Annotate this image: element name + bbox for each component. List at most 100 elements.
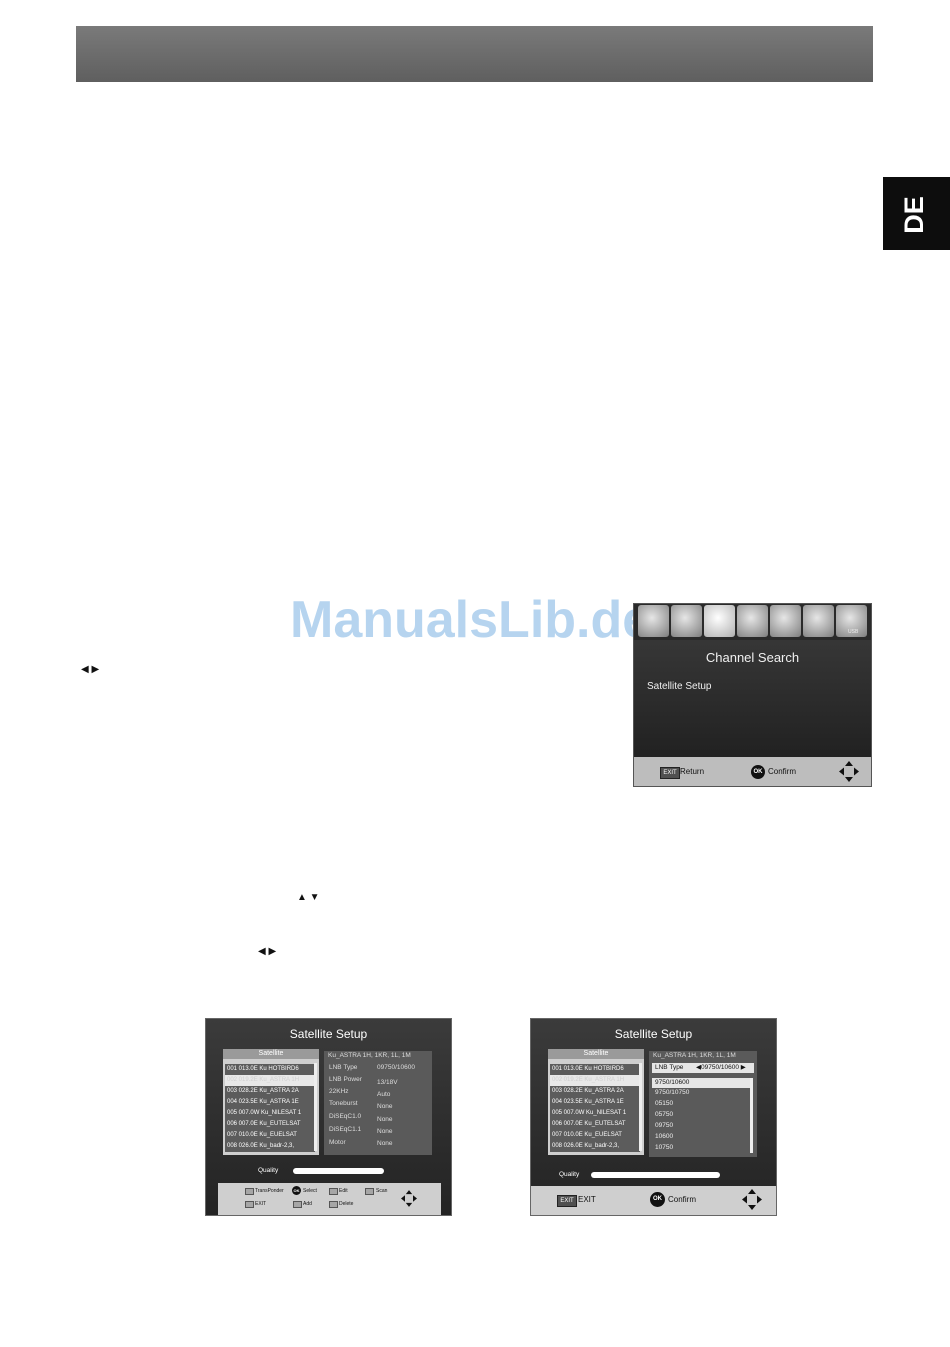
exit-label: EXIT (255, 1201, 267, 1207)
usb-icon[interactable] (836, 605, 867, 637)
list-item[interactable]: 005 007.0W Ku_NILESAT 1 (225, 1108, 315, 1119)
list-item[interactable]: 001 013.0E Ku HOTBIRD6 (225, 1064, 315, 1075)
quality-label: Quality (559, 1171, 580, 1178)
usb-label: USB (848, 629, 859, 635)
settings-icon[interactable] (770, 605, 801, 637)
header-bar (76, 26, 873, 82)
lnb-type-selector[interactable]: LNB Type ◀09750/10600 ▶ (652, 1063, 754, 1073)
satellite-params-panel: Ku_ASTRA 1H, 1KR, 1L, 1M LNB Type 09750/… (324, 1051, 432, 1155)
scan-label: Scan (376, 1188, 388, 1194)
list-item[interactable]: 004 023.5E Ku_ASTRA 1E (550, 1097, 640, 1108)
list-item[interactable]: 003 028.2E Ku_ASTRA 2A (225, 1086, 315, 1097)
satellite-list: Satellite 001 013.0E Ku HOTBIRD6 002 019… (223, 1049, 319, 1155)
exit-key-icon: EXIT (557, 1195, 577, 1207)
channel-search-screen: USB Channel Search Satellite Setup EXIT … (633, 603, 872, 787)
delete-label: Delete (339, 1201, 354, 1207)
list-item[interactable]: 008 026.0E Ku_badr-2,3, (550, 1141, 640, 1152)
up-down-arrows-icon: ▲ ▼ (297, 892, 320, 903)
navigation-arrows-icon (742, 1189, 762, 1210)
lnb-type-label: LNB Type (655, 1064, 684, 1071)
left-right-arrows-icon: ◀ ▶ (81, 664, 100, 675)
language-tab-label: DE (899, 196, 929, 234)
blue-key-icon (365, 1188, 374, 1195)
exit-key-icon: EXIT (660, 767, 680, 779)
param-value[interactable]: None (377, 1140, 393, 1147)
screen-title: Satellite Setup (614, 1027, 693, 1041)
list-item[interactable]: 007 010.0E Ku_EUELSAT (550, 1130, 640, 1141)
param-label: Motor (329, 1139, 346, 1146)
lnb-option[interactable]: 05150 (655, 1100, 674, 1107)
satellite-setup-screen-2: Satellite Setup Satellite 001 013.0E Ku … (530, 1018, 777, 1216)
lnb-option[interactable]: 9750/10750 (655, 1089, 690, 1096)
tools-icon[interactable] (803, 605, 834, 637)
green-key-icon (329, 1188, 338, 1195)
satellite-setup-screen-1: Satellite Setup Satellite 001 013.0E Ku … (205, 1018, 452, 1216)
channel-icon[interactable] (638, 605, 669, 637)
list-item-selected[interactable]: 002 019.2E Ku_ASTRA 1H (225, 1075, 315, 1086)
param-label: LNB Power (329, 1076, 362, 1083)
param-value[interactable]: None (377, 1128, 393, 1135)
satellite-icon[interactable] (704, 605, 735, 637)
list-item[interactable]: 005 007.0W Ku_NILESAT 1 (550, 1108, 640, 1119)
param-label: Toneburst (329, 1100, 358, 1107)
language-tab: DE (883, 177, 950, 250)
satellite-name: Ku_ASTRA 1H, 1KR, 1L, 1M (653, 1052, 736, 1059)
tv-icon[interactable] (671, 605, 702, 637)
list-item[interactable]: 003 028.2E Ku_ASTRA 2A (550, 1086, 640, 1097)
lnb-option[interactable]: 09750 (655, 1122, 674, 1129)
help-bar: TransPonder OK Select Edit Scan EXIT Add… (218, 1183, 441, 1215)
satellite-list: Satellite 001 013.0E Ku HOTBIRD6 002 019… (548, 1049, 644, 1155)
lnb-option[interactable]: 05750 (655, 1111, 674, 1118)
add-label: Add (303, 1201, 312, 1207)
quality-label: Quality (258, 1167, 279, 1174)
navigation-arrows-icon (401, 1190, 417, 1207)
main-menu-icons: USB (634, 604, 871, 640)
lnb-option[interactable]: 9750/10600 (652, 1078, 753, 1088)
list-item[interactable]: 008 026.0E Ku_badr-2,3, (225, 1141, 315, 1152)
lnb-type-value[interactable]: ◀09750/10600 ▶ (696, 1064, 746, 1071)
confirm-label: Confirm (668, 1195, 697, 1204)
list-item[interactable]: 006 007.0E Ku_EUTELSAT (225, 1119, 315, 1130)
exit-label: EXIT (578, 1195, 596, 1204)
transponder-label: TransPonder (255, 1188, 284, 1194)
help-bar: EXIT Return OK Confirm (634, 757, 871, 786)
edit-label: Edit (339, 1188, 348, 1194)
ok-key-icon: OK (292, 1186, 301, 1195)
param-value[interactable]: None (377, 1103, 393, 1110)
return-label: Return (680, 767, 705, 776)
satellite-list-header: Satellite (548, 1049, 644, 1059)
delete-key-icon (329, 1201, 338, 1208)
param-value[interactable]: 13/18V (377, 1079, 398, 1086)
yellow-key-icon (293, 1201, 302, 1208)
scrollbar[interactable] (639, 1063, 642, 1151)
param-label: 22KHz (329, 1088, 349, 1095)
list-item[interactable]: 001 013.0E Ku HOTBIRD6 (550, 1064, 640, 1075)
quality-bar (293, 1168, 384, 1174)
select-label: Select (303, 1188, 317, 1194)
param-value[interactable]: 09750/10600 (377, 1064, 415, 1071)
red-key-icon (245, 1188, 254, 1195)
help-bar: EXIT EXIT OK Confirm (531, 1186, 776, 1215)
menu-item-satellite-setup[interactable]: Satellite Setup (647, 681, 712, 692)
satellite-name: Ku_ASTRA 1H, 1KR, 1L, 1M (328, 1052, 411, 1059)
screen-title: Channel Search (705, 650, 800, 665)
list-item[interactable]: 006 007.0E Ku_EUTELSAT (550, 1119, 640, 1130)
param-label: DiSEqC1.0 (329, 1113, 362, 1120)
param-label: LNB Type (329, 1064, 358, 1071)
lnb-option[interactable]: 10750 (655, 1144, 674, 1151)
param-value[interactable]: None (377, 1116, 393, 1123)
list-item[interactable]: 004 023.5E Ku_ASTRA 1E (225, 1097, 315, 1108)
scrollbar[interactable] (314, 1063, 317, 1151)
lnb-option[interactable]: 10600 (655, 1133, 674, 1140)
satellite-list-header: Satellite (223, 1049, 319, 1059)
list-item-selected[interactable]: 002 019.2E Ku_ASTRA 1H (550, 1075, 640, 1086)
time-icon[interactable] (737, 605, 768, 637)
param-label: DiSEqC1.1 (329, 1126, 362, 1133)
exit-key-icon (245, 1201, 254, 1208)
quality-bar (591, 1172, 720, 1178)
screen-title: Satellite Setup (289, 1027, 368, 1041)
ok-key-icon: OK (650, 1192, 665, 1207)
scrollbar[interactable] (750, 1078, 753, 1153)
param-value[interactable]: Auto (377, 1091, 391, 1098)
list-item[interactable]: 007 010.0E Ku_EUELSAT (225, 1130, 315, 1141)
